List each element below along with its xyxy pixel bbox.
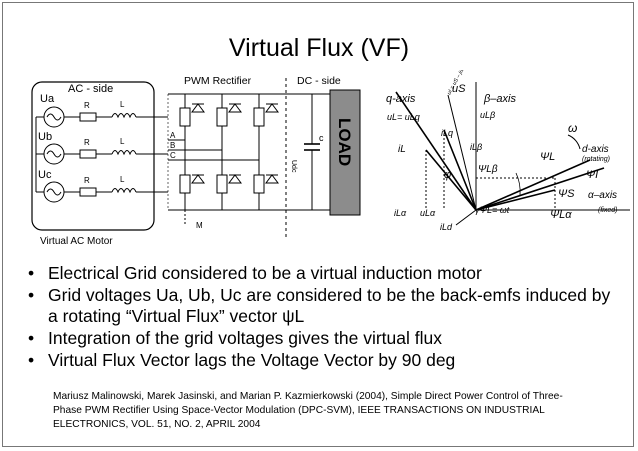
- inductor-b: [111, 150, 137, 156]
- ac-side-label: AC - side: [68, 83, 113, 95]
- bullet-text: Grid voltages Ua, Ub, Uc are considered …: [48, 285, 611, 326]
- slide-title: Virtual Flux (VF): [228, 34, 410, 62]
- iLq-label: iLq: [441, 128, 453, 138]
- iLb-label: iLβ: [470, 142, 482, 152]
- psiI-label: ΨI: [586, 169, 598, 181]
- phi-label: φ: [444, 169, 451, 181]
- virtual-motor-box: [31, 81, 155, 231]
- switch-legs: [179, 94, 279, 210]
- psiLa-label: ΨLα: [550, 209, 572, 221]
- psiS-label: ΨS: [558, 188, 575, 200]
- bullet-text: Electrical Grid considered to be a virtu…: [48, 263, 482, 283]
- gamma-label: γΨL= ωt: [475, 205, 510, 215]
- inductor-a-label: L: [120, 100, 125, 109]
- phase-a-row: Ua R L: [40, 93, 168, 128]
- resistor-a-label: R: [84, 101, 90, 110]
- circuit-and-vector-figure: AC - side Ua R L Ub R L Uc R L: [31, 70, 630, 247]
- omega-label: ω: [568, 121, 577, 135]
- inductor-a: [111, 113, 137, 119]
- vector-labels: q-axis β–axis uS uL= uLq uLβ iLq iL iLβ …: [386, 70, 617, 232]
- reference-citation: Mariusz Malinowski, Marek Jasinski, and …: [53, 391, 563, 430]
- inductor-b-label: L: [120, 137, 125, 146]
- phase-b-row: Ub R L: [38, 131, 168, 165]
- load-label: LOAD: [335, 118, 354, 166]
- uLa-label: uLα: [420, 208, 436, 218]
- virtual-motor-caption: Virtual AC Motor: [40, 236, 113, 247]
- dc-side-label: DC - side: [297, 75, 341, 87]
- bullet-text: Integration of the grid voltages gives t…: [48, 328, 442, 348]
- inductor-c: [111, 188, 137, 194]
- q-axis-label: q-axis: [386, 93, 416, 105]
- capacitor-label: c: [319, 133, 324, 143]
- node-a-label: A: [170, 131, 176, 140]
- resistor-a: [79, 112, 97, 122]
- uL-label: uL= uLq: [387, 112, 420, 122]
- load-box: [329, 89, 361, 216]
- us-label: uS: [452, 83, 466, 95]
- resistor-c-label: R: [84, 176, 90, 185]
- node-c-label: C: [170, 151, 176, 160]
- bullet-item: Electrical Grid considered to be a virtu…: [24, 263, 624, 284]
- psiL-label: ΨL: [540, 151, 555, 163]
- iL-label: iL: [398, 144, 406, 155]
- phase-c-row: Uc R L: [38, 169, 168, 203]
- neutral-label: M: [196, 221, 203, 230]
- udc-label: Udc: [290, 160, 297, 173]
- bullet-item: Integration of the grid voltages gives t…: [24, 328, 624, 349]
- iLa-label: iLα: [394, 208, 407, 218]
- bullet-item: Grid voltages Ua, Ub, Uc are considered …: [24, 285, 624, 327]
- iLd-label: iLd: [440, 222, 453, 232]
- slide-frame: [2, 2, 634, 447]
- phase-a-label: Ua: [40, 93, 55, 105]
- alpha-axis-label: α–axis: [588, 190, 617, 201]
- inductor-c-label: L: [120, 175, 125, 184]
- rotating-label: (rotating): [582, 156, 610, 163]
- d-axis-label: d-axis: [582, 144, 609, 155]
- resistor-b-label: R: [84, 138, 90, 147]
- vector-diagram: [395, 82, 630, 226]
- fixed-label: (fixed): [598, 207, 617, 214]
- phase-b-label: Ub: [38, 131, 52, 143]
- phase-c-label: Uc: [38, 169, 52, 181]
- bullet-item: Virtual Flux Vector lags the Voltage Vec…: [24, 350, 624, 371]
- uLb-label: uLβ: [480, 110, 495, 120]
- node-b-label: B: [170, 141, 175, 150]
- beta-axis-label: β–axis: [483, 93, 516, 105]
- resistor-c: [79, 187, 97, 197]
- psiLb-label: ΨLβ: [478, 164, 498, 175]
- bullet-list: Electrical Grid considered to be a virtu…: [24, 263, 624, 372]
- bullet-text: Virtual Flux Vector lags the Voltage Vec…: [48, 350, 456, 370]
- resistor-b: [79, 149, 97, 159]
- pwm-rectifier-label: PWM Rectifier: [184, 75, 252, 87]
